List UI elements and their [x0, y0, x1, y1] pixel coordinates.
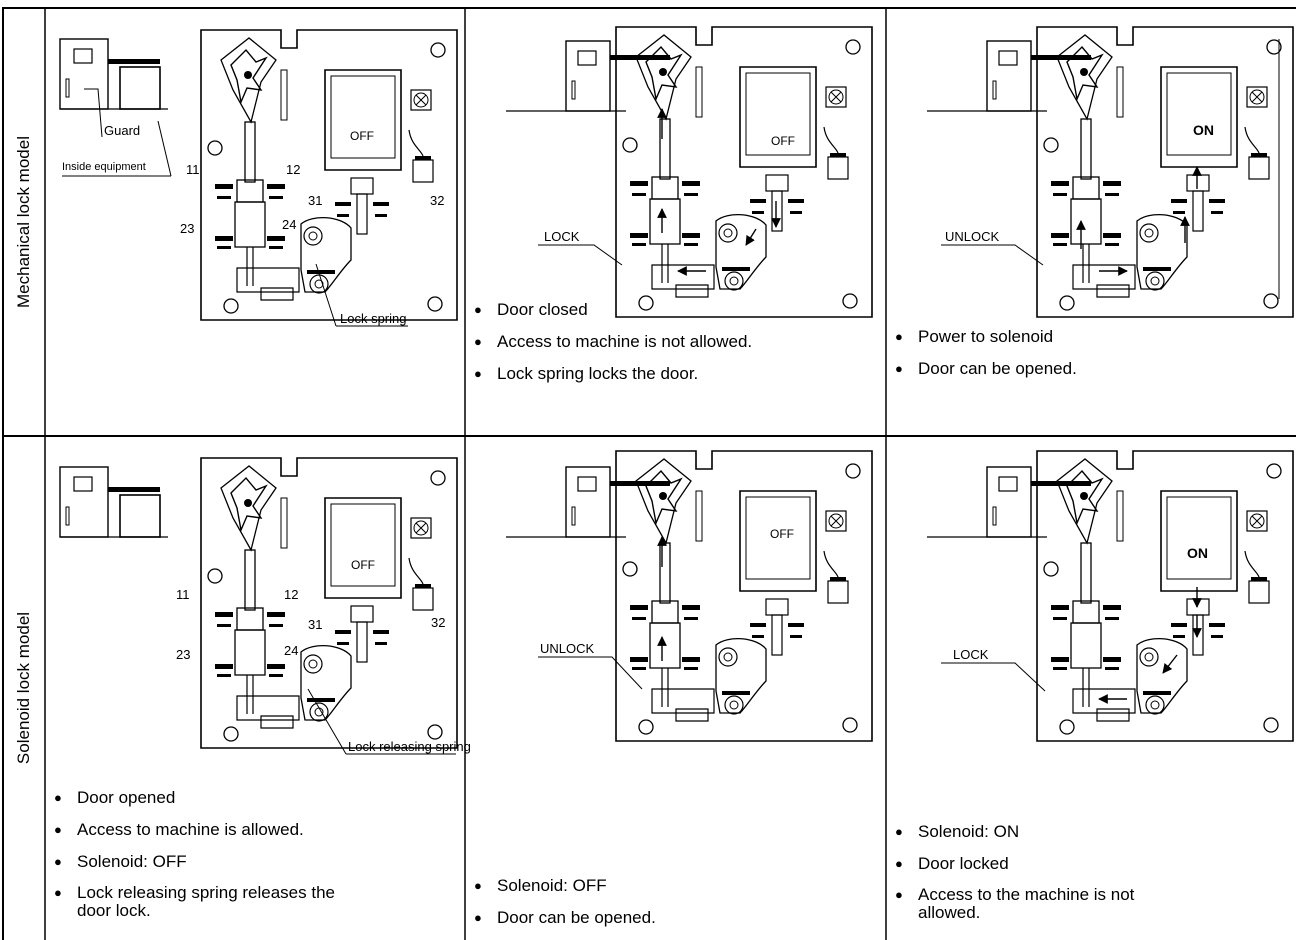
row-label-text: Solenoid lock model — [14, 611, 33, 765]
switch-diagram — [505, 26, 873, 318]
cell-solenoid-closed-off: UNLOCK OFF Solenoid: OFF Door can be ope… — [466, 437, 885, 940]
inside-equipment-label: Inside equipment — [62, 161, 146, 173]
cell-mechanical-open: Guard Inside equipment 11 12 23 24 31 32… — [46, 9, 464, 435]
switch-diagram — [926, 26, 1294, 318]
bullet-list: Solenoid: OFF Door can be opened. — [472, 876, 656, 928]
bullet-item: Door locked — [893, 854, 1233, 874]
solenoid-state: OFF — [350, 129, 374, 143]
switch-diagram — [59, 457, 458, 755]
switch-diagram — [926, 450, 1294, 742]
bullet-item: Solenoid: ON — [893, 822, 1233, 842]
terminal-32-label: 32 — [430, 193, 445, 208]
bullet-item: Door can be opened. — [472, 908, 656, 928]
cell-solenoid-closed-on: LOCK ON Solenoid: ON Door locked Access … — [887, 437, 1296, 940]
row-label-solenoid: Solenoid lock model — [4, 436, 44, 940]
cell-solenoid-open: 11 12 23 24 31 32 Lock releasing spring … — [46, 437, 471, 940]
switch-diagram — [505, 450, 873, 742]
bullet-item: Power to solenoid — [893, 327, 1077, 347]
bullet-item: Access to machine is allowed. — [52, 820, 382, 840]
bullet-item: Door can be opened. — [893, 359, 1077, 379]
solenoid-state: OFF — [351, 558, 375, 572]
solenoid-state: ON — [1187, 545, 1208, 561]
row-label-text: Mechanical lock model — [14, 136, 33, 308]
bullet-list: Door opened Access to machine is allowed… — [52, 788, 382, 920]
terminal-11-label: 11 — [186, 162, 200, 177]
row-label-mechanical: Mechanical lock model — [4, 8, 44, 436]
bullet-item: Solenoid: OFF — [472, 876, 656, 896]
bullet-item: Access to the machine is not allowed. — [893, 886, 1188, 922]
terminal-23-label: 23 — [176, 647, 191, 662]
cell-mechanical-locked: LOCK OFF Door closed Access to machine i… — [466, 9, 885, 435]
solenoid-state: OFF — [771, 134, 795, 148]
mode-label: LOCK — [544, 229, 580, 244]
lock-spring-label: Lock spring — [340, 311, 407, 326]
terminal-24-label: 24 — [284, 643, 299, 658]
mode-label: UNLOCK — [945, 229, 1000, 244]
bullet-item: Access to machine is not allowed. — [472, 332, 752, 352]
terminal-11-label: 11 — [176, 587, 190, 602]
terminal-32-label: 32 — [431, 615, 446, 630]
lock-releasing-spring-label: Lock releasing spring — [348, 739, 471, 754]
solenoid-state: OFF — [770, 527, 794, 541]
terminal-24-label: 24 — [282, 217, 297, 232]
bullet-item: Lock releasing spring releases the door … — [52, 884, 347, 920]
terminal-31-label: 31 — [308, 193, 323, 208]
guard-label: Guard — [104, 123, 141, 138]
bullet-list: Power to solenoid Door can be opened. — [893, 327, 1077, 379]
bullet-list: Solenoid: ON Door locked Access to the m… — [893, 822, 1233, 922]
solenoid-state: ON — [1193, 122, 1214, 138]
terminal-12-label: 12 — [284, 587, 299, 602]
bullet-item: Lock spring locks the door. — [472, 364, 752, 384]
terminal-23-label: 23 — [180, 221, 195, 236]
mode-label: UNLOCK — [540, 641, 595, 656]
mode-label: LOCK — [953, 647, 989, 662]
bullet-item: Door closed — [472, 300, 752, 320]
bullet-item: Solenoid: OFF — [52, 852, 382, 872]
terminal-12-label: 12 — [286, 162, 301, 177]
bullet-item: Door opened — [52, 788, 382, 808]
cell-mechanical-unlocked: UNLOCK ON Power to solenoid Door can be … — [887, 9, 1296, 435]
switch-diagram — [59, 29, 458, 327]
terminal-31-label: 31 — [308, 617, 323, 632]
bullet-list: Door closed Access to machine is not all… — [472, 300, 752, 384]
